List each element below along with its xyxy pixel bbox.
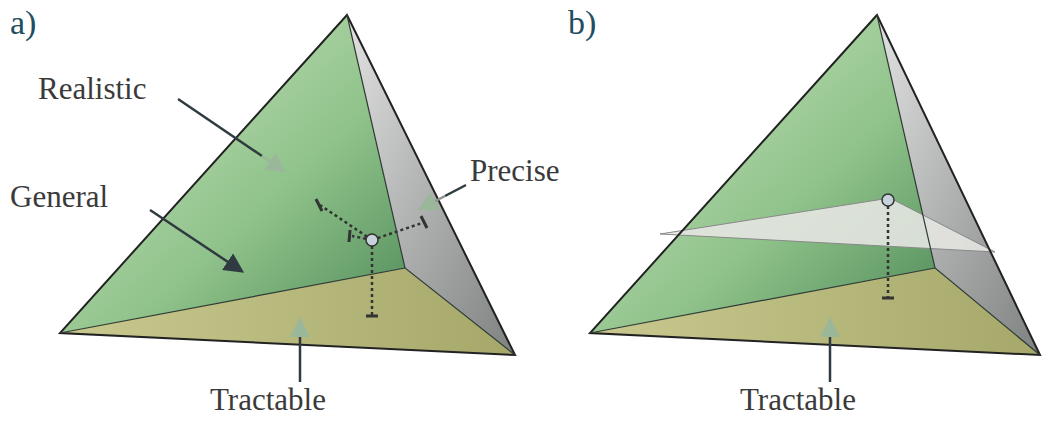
axis-label: General xyxy=(10,180,108,214)
axis-label: Tractable xyxy=(210,383,326,417)
tetrahedron-b xyxy=(590,15,1040,382)
axis-label: Realistic xyxy=(38,72,146,106)
panel-letter: b) xyxy=(568,4,596,41)
axis-label: Tractable xyxy=(740,383,856,417)
tetrahedron-a xyxy=(60,15,515,382)
axis-label: Precise xyxy=(470,154,560,188)
panel-letter: a) xyxy=(10,4,36,41)
